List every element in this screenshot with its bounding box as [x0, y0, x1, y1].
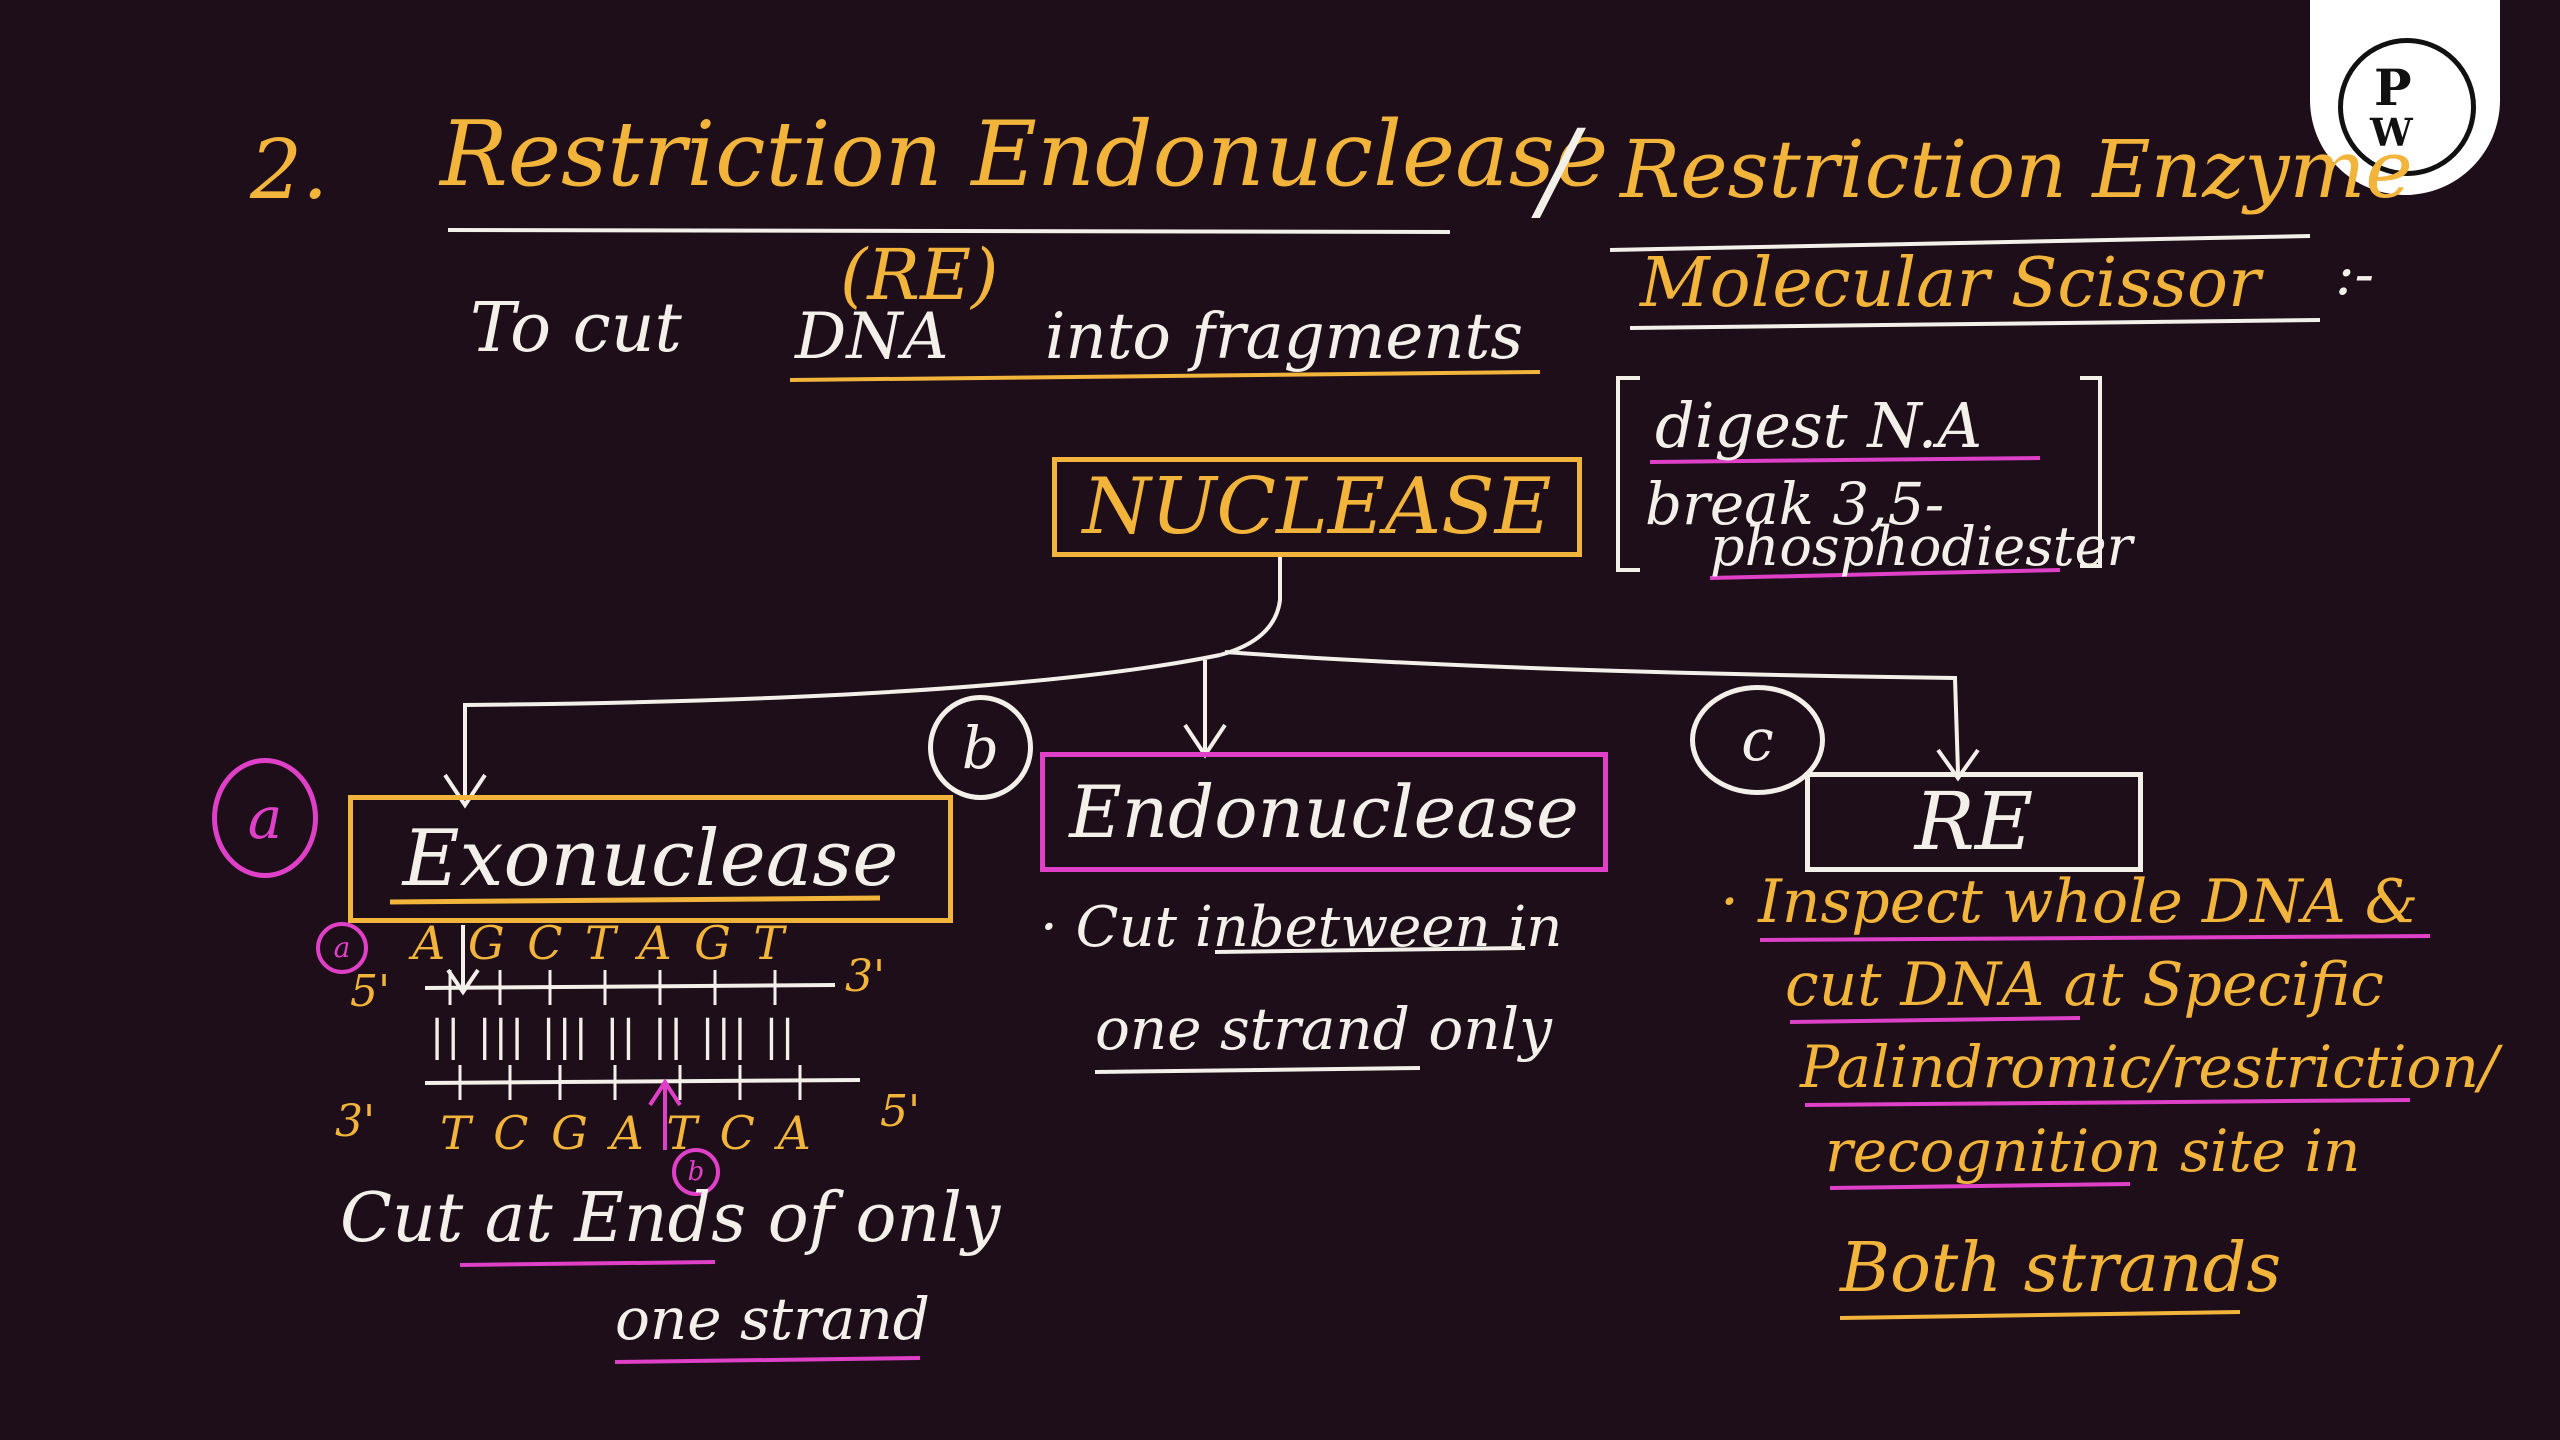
re-note-line2: cut DNA at Specific: [1785, 950, 2384, 1020]
re-marker: c: [1690, 685, 1825, 795]
exo-bottom-bases: T C G A T C A: [440, 1106, 815, 1160]
re-note-line3: Palindromic/restriction/: [1800, 1033, 2499, 1101]
tree-right-arrow: [1936, 748, 1980, 782]
exo-cut-a-marker: a: [316, 922, 368, 974]
endonuclease-title: Endonuclease: [1069, 770, 1579, 854]
inbetween-underline: [1214, 946, 1526, 954]
exo-note-line2: one strand: [615, 1285, 930, 1353]
purpose-prefix: To cut: [470, 289, 682, 368]
endo-note-line2: one strand only: [1095, 995, 1552, 1063]
heading-abbr: (RE): [840, 234, 999, 316]
phosphodiester-underline: [1709, 568, 2061, 580]
heading-colon: :-: [2335, 240, 2375, 308]
exo-cut-b-marker: b: [672, 1148, 720, 1196]
endo-marker: b: [928, 695, 1033, 800]
logo-letter-p: P: [2374, 58, 2412, 117]
logo-ring: [2338, 38, 2476, 176]
heading-slash: /: [1540, 106, 1578, 234]
heading-number: 2.: [250, 123, 329, 218]
digest-underline: [1649, 456, 2041, 464]
exo-bottom-label3: 3': [335, 1096, 376, 1147]
both-strands-underline: [1839, 1310, 2241, 1320]
exo-bonds: || ||| ||| || || ||| ||: [430, 1011, 797, 1060]
exo-bottom-label5: 5': [880, 1086, 921, 1137]
bracket-right: [2080, 376, 2102, 568]
nuclease-title: NUCLEASE: [1082, 462, 1552, 552]
purpose-dna: DNA: [795, 300, 949, 374]
nuclease-bracket-line3: phosphodiester: [1710, 515, 2133, 578]
cut-arrow-bottom: [648, 1078, 682, 1150]
one-strand-underline: [614, 1356, 921, 1364]
exonuclease-box: Exonuclease: [348, 795, 953, 923]
one-strand-endo-underline: [1094, 1066, 1421, 1074]
re-note-line5: Both strands: [1840, 1229, 2282, 1308]
nuclease-bracket-line2: break 3,5-: [1645, 470, 1945, 538]
endo-note-line1: · Cut inbetween in: [1040, 895, 1563, 960]
nuclease-bracket-line1: digest N.A: [1655, 389, 1983, 462]
tree-right-branch: [1224, 650, 1960, 773]
re-box: RE: [1805, 772, 2143, 872]
heading-underline-left: [447, 228, 1451, 234]
re-note-line4: recognition site in: [1825, 1117, 2361, 1185]
dna-fragments-underline: [789, 370, 1541, 382]
cut-dna-underline: [1789, 1016, 2081, 1024]
exo-top-label3: 3': [845, 951, 886, 1002]
re-title: RE: [1914, 775, 2034, 868]
endonuclease-box: Endonuclease: [1040, 752, 1608, 872]
exo-top-label5: 5': [350, 966, 391, 1017]
pw-logo: P W: [2310, 0, 2500, 195]
dna-bottom-strand: [424, 1078, 861, 1085]
logo-letter-w: W: [2370, 110, 2413, 155]
exo-marker: a: [212, 758, 318, 878]
cut-arrow-top: [446, 925, 480, 996]
exo-title-underline: [389, 895, 881, 905]
nuclease-box: NUCLEASE: [1052, 457, 1582, 557]
dna-top-strand: [424, 983, 836, 990]
bracket-left: [1616, 376, 1640, 572]
exo-note-line1: Cut at Ends of only: [340, 1179, 1001, 1258]
dna-bottom-ticks: [458, 1065, 802, 1100]
tree-left-branch: [463, 653, 1221, 800]
inspect-underline: [1759, 934, 2431, 942]
recognition-underline: [1829, 1182, 2131, 1190]
re-note-line1: · Inspect whole DNA &: [1720, 867, 2419, 937]
exo-top-bases: A G C T A G T: [412, 916, 789, 970]
heading-part2: Restriction Enzyme: [1620, 123, 2413, 216]
molecular-scissor: Molecular Scissor: [1640, 244, 2261, 323]
tree-left-arrow: [443, 773, 487, 809]
at-ends-underline: [459, 1260, 716, 1267]
heading-underline-right: [1609, 234, 2311, 252]
dna-top-ticks: [448, 970, 777, 1005]
heading-part1: Restriction Endonuclease: [440, 102, 1609, 207]
tree-stem: [1219, 552, 1282, 657]
molecular-underline: [1629, 318, 2321, 330]
purpose-rest: into fragments: [1045, 300, 1524, 374]
exonuclease-title: Exonuclease: [402, 814, 899, 904]
palindromic-underline: [1804, 1098, 2411, 1107]
